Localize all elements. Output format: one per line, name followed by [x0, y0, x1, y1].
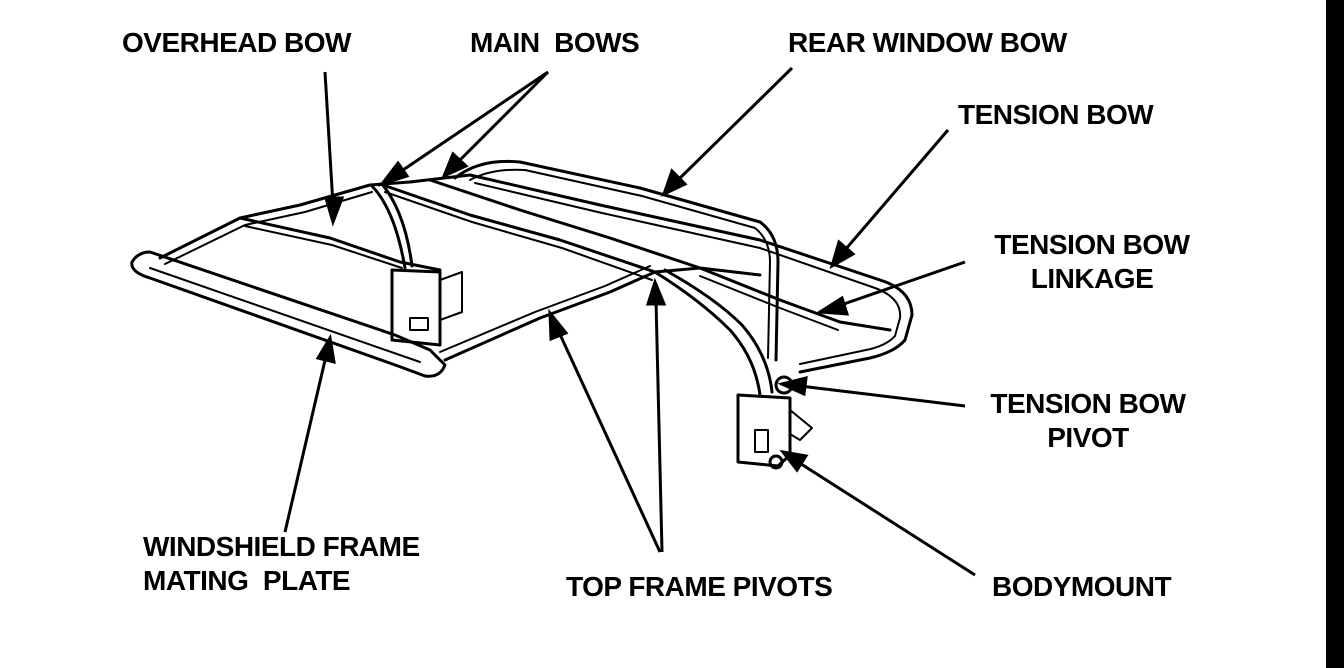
main-bow-front	[370, 184, 407, 270]
label-tension-bow-pivot-line2: PIVOT	[1047, 422, 1129, 453]
label-tension-bow-pivot-line1: TENSION BOW	[990, 388, 1186, 419]
body-mount-bracket	[736, 393, 792, 468]
right-side-rail	[443, 266, 762, 362]
leader-lines	[283, 66, 976, 577]
leader-body-mount	[797, 460, 976, 577]
front-pivot-bracket	[390, 268, 442, 347]
label-windshield-frame-mating-plate: WINDSHIELD FRAME MATING PLATE	[143, 530, 420, 598]
label-overhead-bow: OVERHEAD BOW	[122, 27, 351, 58]
label-top-frame-pivots: TOP FRAME PIVOTS	[566, 571, 833, 602]
leader-tension-bow-linkage	[837, 260, 966, 308]
leader-tension-bow	[843, 129, 950, 251]
leader-overhead-bow	[323, 71, 335, 206]
left-side-rail	[158, 173, 472, 260]
leader-top-frame-pivot-1	[556, 329, 662, 553]
leader-windshield	[283, 355, 328, 533]
body-mount-bolt	[768, 454, 784, 470]
leader-main-bows-2	[456, 70, 550, 164]
leader-top-frame-pivot-2	[654, 299, 664, 553]
main-bow-rear	[428, 178, 702, 270]
tension-bow	[468, 173, 914, 374]
leader-tension-bow-pivot	[799, 384, 966, 408]
leader-rear-window-bow	[676, 66, 794, 182]
label-windshield-line1: WINDSHIELD FRAME	[143, 531, 420, 562]
main-bow-cross	[378, 182, 657, 274]
label-tension-bow-linkage-line2: LINKAGE	[1030, 263, 1154, 294]
label-tension-bow-pivot: TENSION BOW PIVOT	[971, 387, 1205, 455]
rear-arm	[653, 270, 762, 397]
windshield-frame-mating-plate	[130, 250, 447, 378]
label-tension-bow: TENSION BOW	[958, 99, 1154, 130]
top-frame-drawing	[130, 159, 914, 470]
label-windshield-line2: MATING PLATE	[143, 565, 351, 596]
label-main-bows: MAIN BOWS	[470, 27, 640, 58]
rear-window-bow	[453, 159, 780, 362]
label-tension-bow-linkage: TENSION BOW LINKAGE	[975, 228, 1209, 296]
tension-bow-linkage	[698, 266, 892, 332]
right-edge-bar	[1326, 0, 1344, 668]
label-body-mount: BODYMOUNT	[992, 571, 1172, 602]
overhead-bow	[238, 216, 442, 272]
label-tension-bow-linkage-line1: TENSION BOW	[994, 229, 1190, 260]
label-rear-window-bow: REAR WINDOW BOW	[788, 27, 1067, 58]
leader-main-bows-1	[399, 70, 549, 174]
